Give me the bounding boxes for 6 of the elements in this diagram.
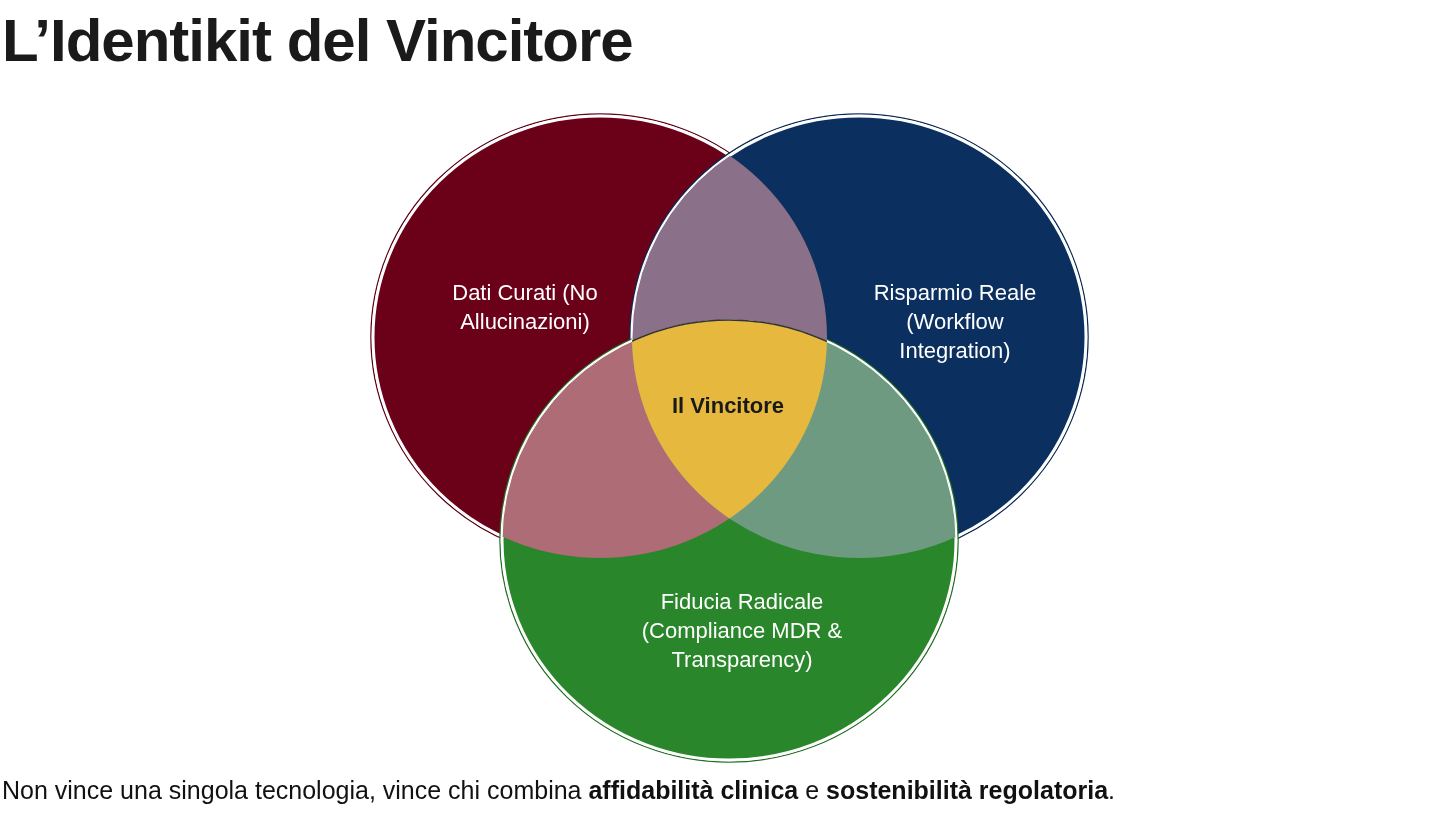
title: L’Identikit del Vincitore	[2, 6, 633, 75]
caption: Non vince una singola tecnologia, vince chi combina affidabilità clinica e sostenibilità regolatoria.	[2, 776, 1115, 805]
intersection-label: Il Vincitore	[671, 390, 785, 420]
circle-label: Fiducia Radicale (Compliance MDR & Transparency)	[612, 586, 872, 674]
circle-label: Risparmio Reale (Workflow Integration)	[855, 277, 1055, 365]
circle-label: Dati Curati (No Allucinazioni)	[420, 278, 630, 336]
